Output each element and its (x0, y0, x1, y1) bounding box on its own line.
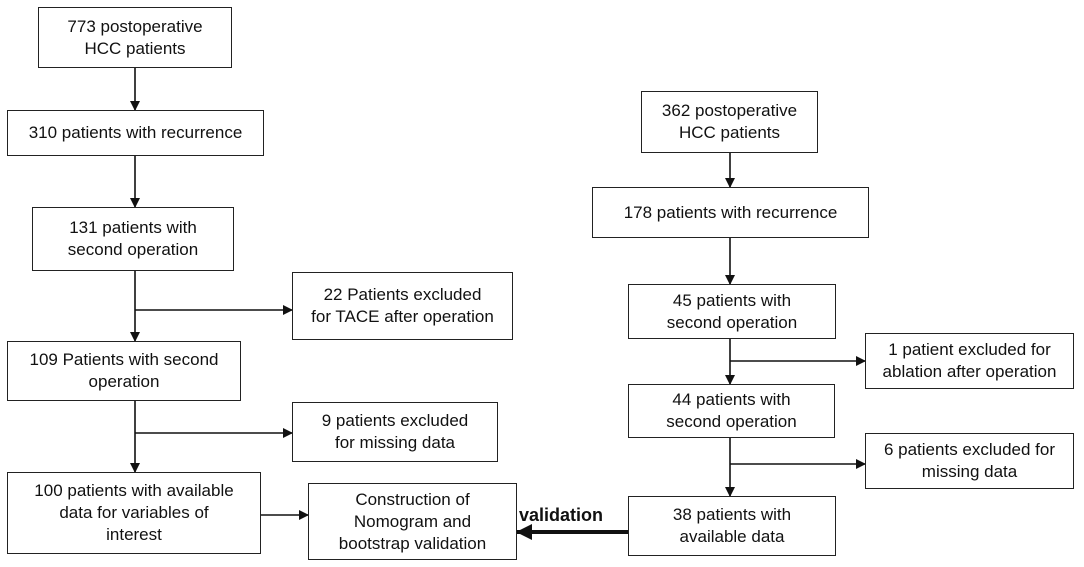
label-right-second-op: 45 patients with second operation (666, 290, 798, 332)
label-left-excluded-missing: 9 patients excluded for missing data (321, 411, 469, 452)
box-left-recurrence: 310 patients with recurrence (7, 110, 264, 156)
box-excluded-tace: 22 Patients excluded for TACE after oper… (292, 272, 513, 340)
label-left-second-op-2: 109 Patients with second operation (29, 350, 219, 391)
label-left-total: 773 postoperative HCC patients (67, 16, 203, 58)
label-excluded-ablation: 1 patient excluded for ablation after op… (882, 340, 1057, 381)
label-right-second-op-2: 44 patients with second operation (666, 390, 797, 431)
box-left-available: 100 patients with available data for var… (7, 472, 261, 554)
label-right-recurrence: 178 patients with recurrence (623, 202, 838, 222)
label-right-available: 38 patients with available data (672, 505, 792, 546)
label-left-second-op: 131 patients with second operation (67, 218, 199, 259)
label-left-recurrence: 310 patients with recurrence (28, 123, 243, 142)
box-left-second-op: 131 patients with second operation (32, 207, 234, 271)
box-right-recurrence: 178 patients with recurrence (592, 187, 869, 238)
box-right-available: 38 patients with available data (628, 496, 836, 556)
box-left-second-op-2: 109 Patients with second operation (7, 341, 241, 401)
box-left-total: 773 postoperative HCC patients (38, 7, 232, 68)
box-right-second-op-2: 44 patients with second operation (628, 384, 835, 438)
box-nomogram: Construction of Nomogram and bootstrap v… (308, 483, 517, 560)
label-right-total: 362 postoperative HCC patients (661, 101, 798, 142)
box-right-total: 362 postoperative HCC patients (641, 91, 818, 153)
box-left-excluded-missing: 9 patients excluded for missing data (292, 402, 498, 462)
label-right-excluded-missing: 6 patients excluded for missing data (883, 440, 1056, 481)
label-nomogram: Construction of Nomogram and bootstrap v… (338, 489, 487, 553)
box-excluded-ablation: 1 patient excluded for ablation after op… (865, 333, 1074, 389)
box-right-second-op: 45 patients with second operation (628, 284, 836, 339)
label-excluded-tace: 22 Patients excluded for TACE after oper… (311, 285, 494, 326)
label-left-available: 100 patients with available data for var… (34, 481, 234, 544)
validation-label: validation (519, 505, 604, 525)
box-right-excluded-missing: 6 patients excluded for missing data (865, 433, 1074, 489)
